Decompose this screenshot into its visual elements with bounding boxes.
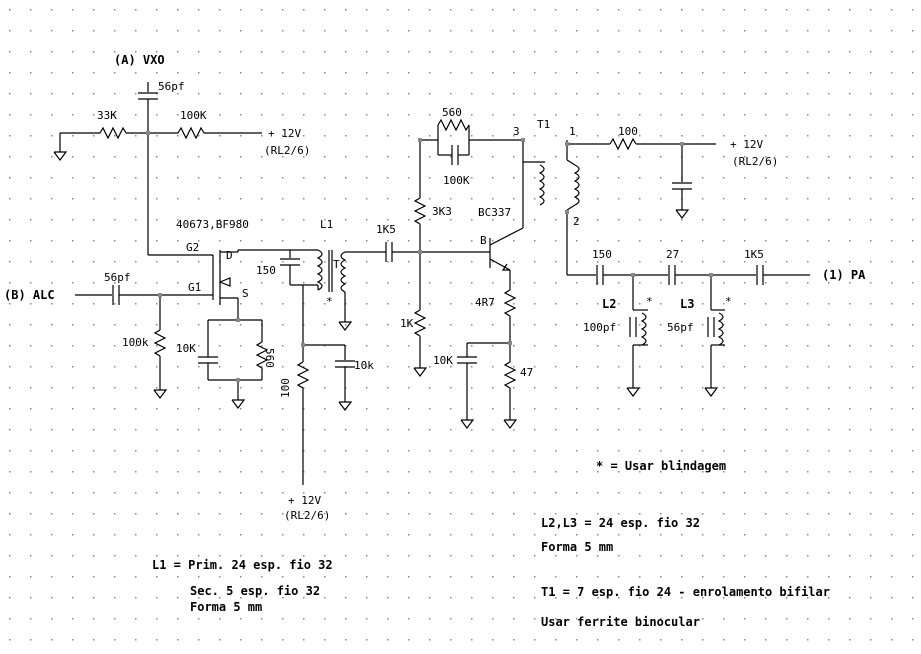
label-fet: 40673,BF980 bbox=[176, 218, 249, 231]
notes: * = Usar blindagem L2,L3 = 24 esp. fio 3… bbox=[152, 459, 830, 629]
label-l2: L2 bbox=[602, 297, 616, 311]
label-c-10k-l1: 10k bbox=[354, 359, 374, 372]
grid-dots bbox=[9, 9, 914, 641]
label-r-560-src: 560 bbox=[263, 348, 276, 368]
note-t1-a: T1 = 7 esp. fio 24 - enrolamento bifilar bbox=[541, 585, 830, 599]
label-r-100k-alc: 100k bbox=[122, 336, 149, 349]
label-r-47: 47 bbox=[520, 366, 533, 379]
note-l1-b: Sec. 5 esp. fio 32 bbox=[190, 584, 320, 598]
note-shield: * = Usar blindagem bbox=[596, 459, 726, 473]
source-network bbox=[198, 319, 269, 409]
t1-transformer bbox=[523, 137, 716, 275]
label-pa: (1) PA bbox=[822, 268, 866, 282]
note-l2l3-b: Forma 5 mm bbox=[541, 540, 613, 554]
label-l1-t: T bbox=[333, 258, 340, 271]
component-labels: (A) VXO (B) ALC (1) PA 56pf 33K 100K + 1… bbox=[4, 53, 866, 522]
label-alc: (B) ALC bbox=[4, 288, 55, 302]
label-vxo: (A) VXO bbox=[114, 53, 165, 67]
label-c-56pf-alc: 56pf bbox=[104, 271, 131, 284]
label-c-10k-src: 10K bbox=[176, 342, 196, 355]
label-r-100-t1: 100 bbox=[618, 125, 638, 138]
label-star-l1: * bbox=[326, 295, 333, 308]
junctions bbox=[146, 131, 713, 382]
label-r-4r7: 4R7 bbox=[475, 296, 495, 309]
label-pin2: 2 bbox=[573, 215, 580, 228]
alc-network bbox=[75, 285, 213, 399]
transistor bbox=[457, 140, 524, 429]
note-l2l3-a: L2,L3 = 24 esp. fio 32 bbox=[541, 516, 700, 530]
label-r-33k: 33K bbox=[97, 109, 117, 122]
label-r-560-top: 560 bbox=[442, 106, 462, 119]
label-r-3k3: 3K3 bbox=[432, 205, 452, 218]
label-12v-c: + 12V bbox=[730, 138, 763, 151]
label-l1: L1 bbox=[320, 218, 333, 231]
label-r-100-l1: 100 bbox=[279, 378, 292, 398]
label-c-100pf: 100pf bbox=[583, 321, 616, 334]
label-pin1: 1 bbox=[569, 125, 576, 138]
label-star-l3: * bbox=[725, 295, 732, 308]
vxo-network bbox=[53, 82, 262, 256]
label-g2: G2 bbox=[186, 241, 199, 254]
label-t1: T1 bbox=[537, 118, 550, 131]
label-rl26-b: (RL2/6) bbox=[284, 509, 330, 522]
label-c-100k-top: 100K bbox=[443, 174, 470, 187]
label-c-56pf-l3: 56pf bbox=[667, 321, 694, 334]
output-filter bbox=[567, 265, 810, 397]
label-12v-b: + 12V bbox=[288, 494, 321, 507]
note-l1-c: Forma 5 mm bbox=[190, 600, 262, 614]
note-l1-a: L1 = Prim. 24 esp. fio 32 bbox=[152, 558, 333, 572]
label-12v-a: + 12V bbox=[268, 127, 301, 140]
label-s: S bbox=[242, 287, 249, 300]
label-c-1k5-out: 1K5 bbox=[744, 248, 764, 261]
note-t1-b: Usar ferrite binocular bbox=[541, 615, 700, 629]
label-c-10k-emit: 10K bbox=[433, 354, 453, 367]
label-c-150-l1: 150 bbox=[256, 264, 276, 277]
feedback-network bbox=[420, 118, 523, 165]
label-c-1k5-a: 1K5 bbox=[376, 223, 396, 236]
mosfet bbox=[212, 249, 290, 320]
l1-network bbox=[280, 249, 386, 485]
label-c-27: 27 bbox=[666, 248, 679, 261]
label-l3: L3 bbox=[680, 297, 694, 311]
label-rl26-a: (RL2/6) bbox=[264, 144, 310, 157]
label-d: D bbox=[226, 249, 233, 262]
label-c-150-out: 150 bbox=[592, 248, 612, 261]
label-q-bc337: BC337 bbox=[478, 206, 511, 219]
label-star-l2: * bbox=[646, 295, 653, 308]
label-pin3: 3 bbox=[513, 125, 520, 138]
label-q-b: B bbox=[480, 234, 487, 247]
label-r-1k: 1K bbox=[400, 317, 414, 330]
label-rl26-c: (RL2/6) bbox=[732, 155, 778, 168]
base-network bbox=[385, 140, 490, 377]
label-r-100k-top: 100K bbox=[180, 109, 207, 122]
label-g1: G1 bbox=[188, 281, 201, 294]
label-c-56pf-top: 56pf bbox=[158, 80, 185, 93]
